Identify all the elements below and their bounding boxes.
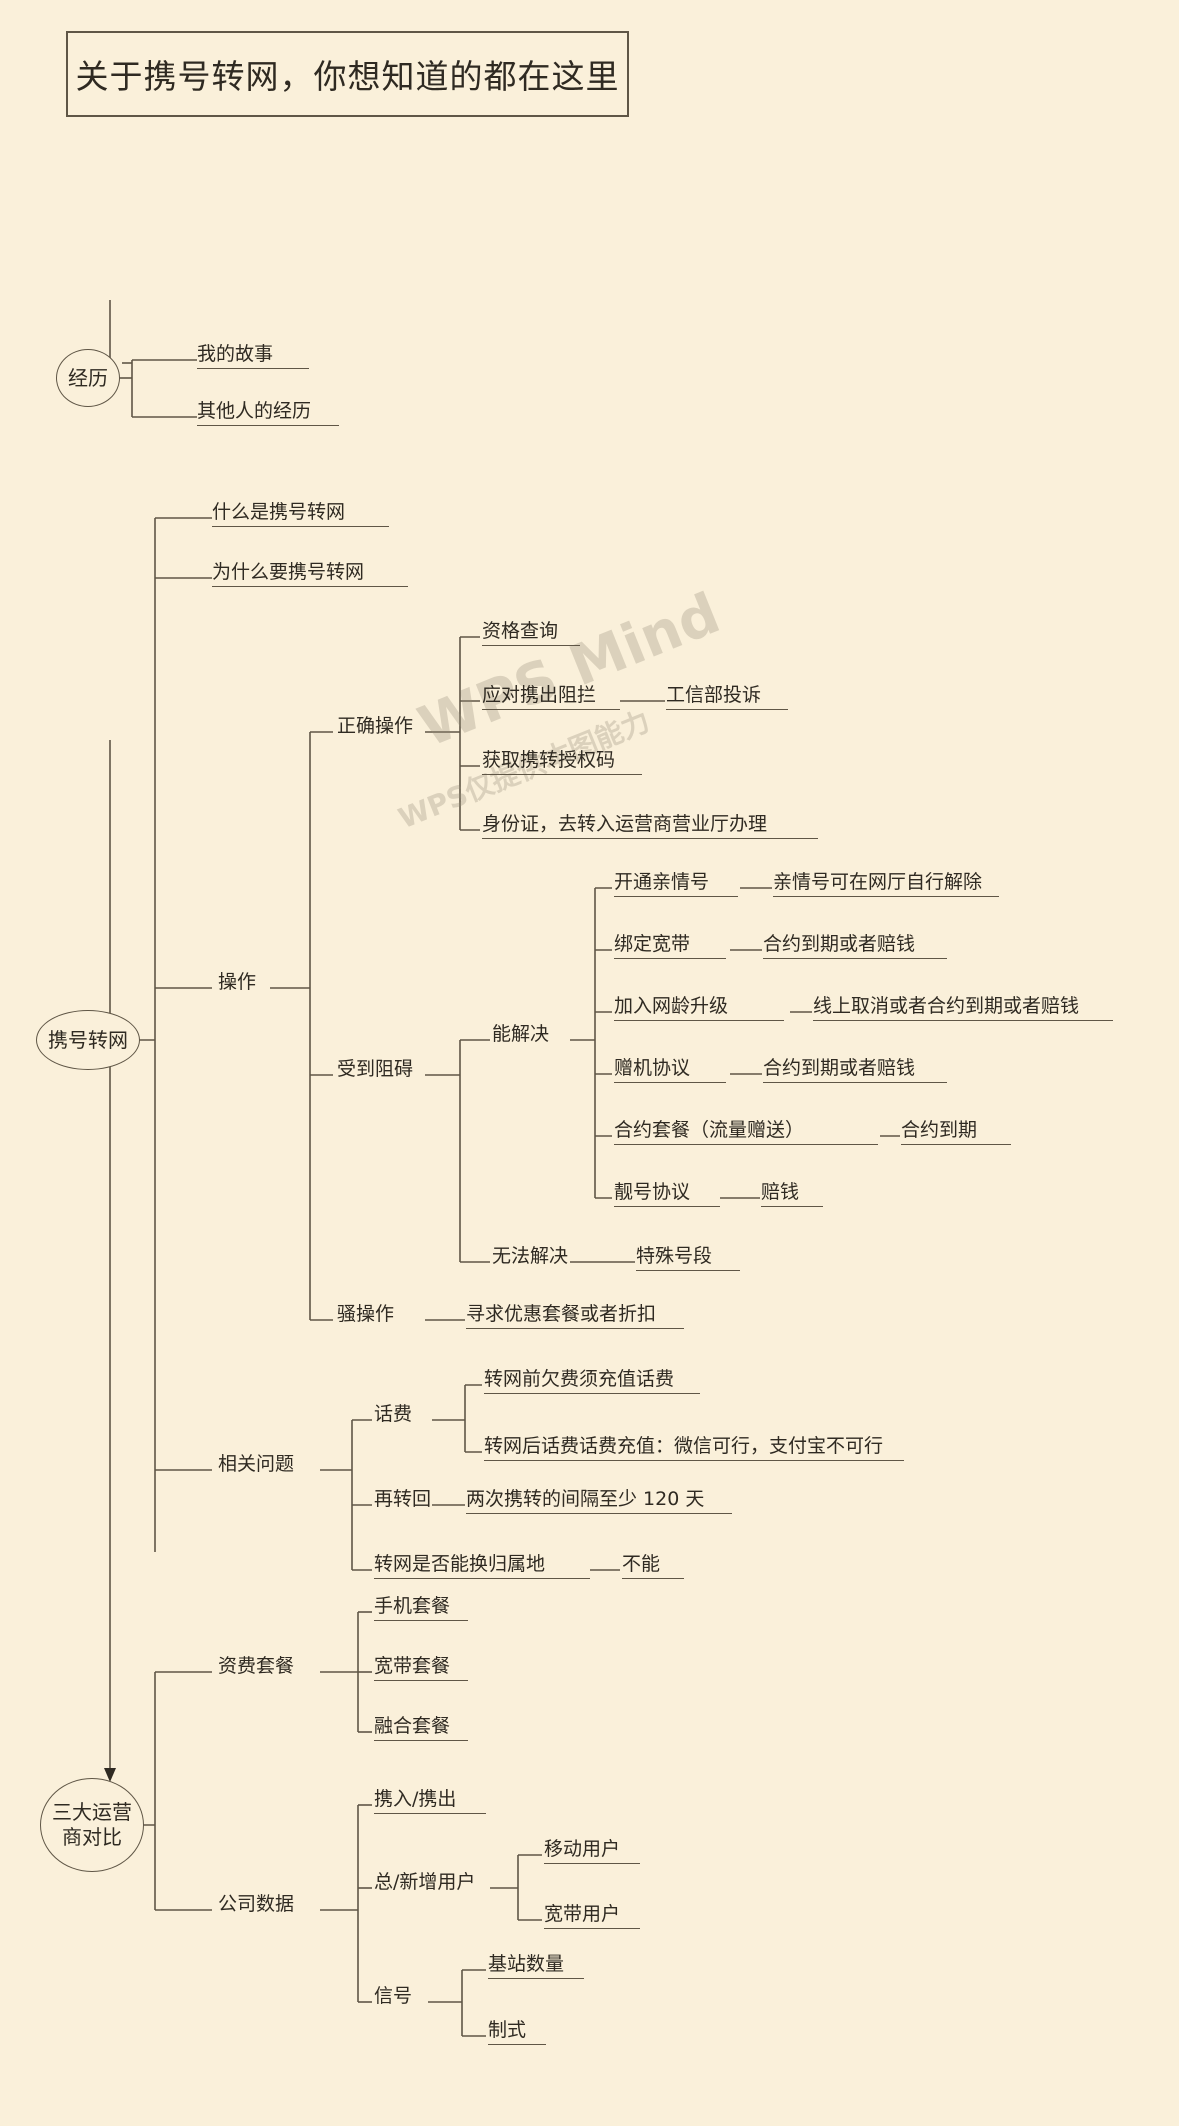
node-miit-complaint[interactable]: 工信部投诉 (666, 680, 788, 710)
node-standard-type[interactable]: 制式 (488, 2015, 546, 2045)
node-broadband-users[interactable]: 宽带用户 (544, 1899, 640, 1929)
node-why[interactable]: 为什么要携号转网 (212, 557, 408, 587)
node-related-issues[interactable]: 相关问题 (218, 1453, 295, 1475)
node-vanity-number-solution[interactable]: 赔钱 (761, 1177, 823, 1207)
node-signal[interactable]: 信号 (374, 1985, 413, 2007)
node-special-number-range[interactable]: 特殊号段 (636, 1241, 740, 1271)
node-mobile-users[interactable]: 移动用户 (544, 1834, 640, 1864)
node-solvable[interactable]: 能解决 (492, 1023, 550, 1045)
node-phone-fee[interactable]: 话费 (374, 1403, 413, 1425)
node-netage-upgrade[interactable]: 加入网龄升级 (614, 991, 784, 1021)
node-root-main[interactable]: 携号转网 (36, 1010, 140, 1070)
node-contract-package-solution[interactable]: 合约到期 (901, 1115, 1011, 1145)
node-change-region-answer[interactable]: 不能 (622, 1549, 684, 1579)
node-tricky-operation[interactable]: 骚操作 (337, 1303, 395, 1325)
node-correct-operation[interactable]: 正确操作 (337, 715, 414, 737)
node-gift-phone-solution[interactable]: 合约到期或者赔钱 (763, 1053, 947, 1083)
node-my-story[interactable]: 我的故事 (197, 339, 309, 369)
node-tariff-packages[interactable]: 资费套餐 (218, 1655, 295, 1677)
node-mobile-package[interactable]: 手机套餐 (374, 1591, 468, 1621)
page-title-text: 关于携号转网，你想知道的都在这里 (75, 57, 620, 96)
node-base-station-count[interactable]: 基站数量 (488, 1949, 584, 1979)
node-unsolvable[interactable]: 无法解决 (492, 1245, 569, 1267)
node-root-comparison[interactable]: 三大运营 商对比 (40, 1778, 144, 1872)
node-total-new-users[interactable]: 总/新增用户 (374, 1871, 476, 1893)
node-gift-phone-agreement[interactable]: 赠机协议 (614, 1053, 726, 1083)
node-bundle-package[interactable]: 融合套餐 (374, 1711, 468, 1741)
node-family-number-solution[interactable]: 亲情号可在网厅自行解除 (773, 867, 999, 897)
node-root-experience[interactable]: 经历 (56, 349, 120, 407)
node-transfer-back[interactable]: 再转回 (374, 1488, 432, 1510)
node-family-number[interactable]: 开通亲情号 (614, 867, 738, 897)
node-seek-discount[interactable]: 寻求优惠套餐或者折扣 (466, 1299, 684, 1329)
node-port-in-out[interactable]: 携入/携出 (374, 1784, 486, 1814)
node-contract-package[interactable]: 合约套餐（流量赠送） (614, 1115, 878, 1145)
page-title: 关于携号转网，你想知道的都在这里 (66, 31, 629, 117)
node-bind-broadband[interactable]: 绑定宽带 (614, 929, 726, 959)
node-label: 三大运营 商对比 (52, 1800, 132, 1849)
node-operate[interactable]: 操作 (218, 971, 257, 993)
node-company-data[interactable]: 公司数据 (218, 1893, 295, 1915)
node-what-is[interactable]: 什么是携号转网 (212, 497, 389, 527)
node-recharge-after-transfer[interactable]: 转网后话费话费充值：微信可行，支付宝不可行 (484, 1431, 904, 1461)
node-broadband-package[interactable]: 宽带套餐 (374, 1651, 468, 1681)
node-others-experience[interactable]: 其他人的经历 (197, 396, 339, 426)
node-get-auth-code[interactable]: 获取携转授权码 (482, 745, 642, 775)
arrow-head-2 (104, 1768, 116, 1782)
node-id-card-office[interactable]: 身份证，去转入运营商营业厅办理 (482, 809, 818, 839)
node-eligibility-query[interactable]: 资格查询 (482, 616, 580, 646)
node-label: 经历 (68, 365, 108, 390)
node-handle-blocking[interactable]: 应对携出阻拦 (482, 680, 620, 710)
node-prepay-before-transfer[interactable]: 转网前欠费须充值话费 (484, 1364, 700, 1394)
node-bind-broadband-solution[interactable]: 合约到期或者赔钱 (763, 929, 947, 959)
node-transfer-back-interval[interactable]: 两次携转的间隔至少 120 天 (466, 1484, 732, 1514)
node-blocked[interactable]: 受到阻碍 (337, 1058, 414, 1080)
node-vanity-number-agreement[interactable]: 靓号协议 (614, 1177, 720, 1207)
node-label: 携号转网 (48, 1027, 128, 1052)
node-netage-upgrade-solution[interactable]: 线上取消或者合约到期或者赔钱 (813, 991, 1113, 1021)
node-change-region[interactable]: 转网是否能换归属地 (374, 1549, 590, 1579)
